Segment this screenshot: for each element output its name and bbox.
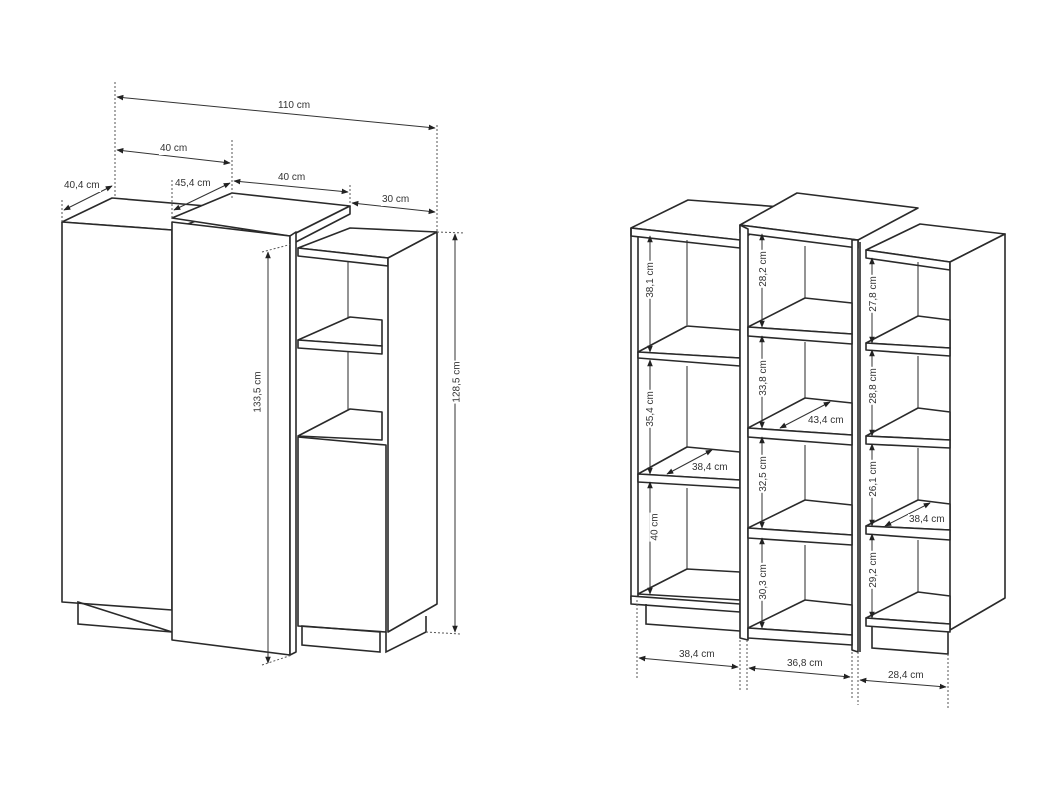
middle-compartment-3-label: 32,5 cm — [757, 455, 770, 493]
left-shelf-depth-label: 38,4 cm — [691, 462, 729, 474]
right-unit-width-label: 30 cm — [381, 194, 411, 206]
left-unit-depth-label: 40,4 cm — [63, 180, 101, 192]
left-compartment-2-label: 35,4 cm — [644, 390, 657, 428]
left-unit-width-open-label: 38,4 cm — [678, 649, 716, 661]
left-compartment-1-label: 38,1 cm — [644, 261, 657, 299]
closed-view-drawing — [61, 82, 466, 666]
middle-compartment-4-label: 30,3 cm — [757, 563, 770, 601]
right-compartment-4-label: 29,2 cm — [867, 551, 880, 589]
middle-shelf-depth-label: 43,4 cm — [807, 415, 845, 427]
total-width-label: 110 cm — [277, 100, 312, 112]
right-shelf-depth-label: 38,4 cm — [908, 514, 946, 526]
right-compartment-1-label: 27,8 cm — [867, 275, 880, 313]
right-unit-width-open-label: 28,4 cm — [887, 670, 925, 682]
middle-unit-depth-label: 45,4 cm — [174, 178, 212, 190]
middle-compartment-1-label: 28,2 cm — [757, 250, 770, 288]
middle-unit-height-label: 133,5 cm — [252, 370, 265, 414]
right-compartment-2-label: 28,8 cm — [867, 367, 880, 405]
right-unit-height-label: 128,5 cm — [451, 360, 464, 404]
open-view-drawing — [630, 192, 1006, 708]
middle-compartment-2-label: 33,8 cm — [757, 359, 770, 397]
middle-unit-width-label: 40 cm — [277, 172, 307, 184]
left-compartment-3-label: 40 cm — [649, 512, 662, 542]
right-compartment-3-label: 26,1 cm — [867, 460, 880, 498]
middle-unit-width-open-label: 36,8 cm — [786, 658, 824, 670]
left-unit-width-label: 40 cm — [159, 143, 189, 155]
